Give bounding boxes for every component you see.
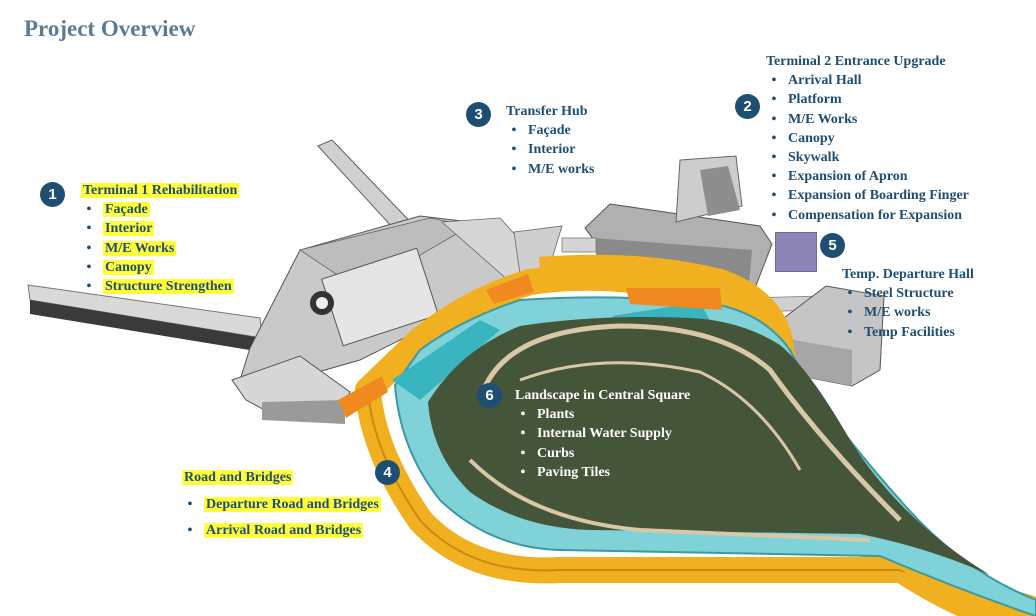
callout-5-temp-departure: Temp. Departure Hall •Steel Structure •M… — [842, 265, 974, 342]
callout-5-heading: Temp. Departure Hall — [842, 267, 974, 282]
callout-5-item: •Steel Structure — [847, 286, 954, 302]
callout-3-heading: Transfer Hub — [506, 104, 588, 119]
callout-4-item: •Arrival Road and Bridges — [187, 523, 364, 539]
callout-6-item: •Internal Water Supply — [520, 426, 672, 442]
callout-6-item: •Curbs — [520, 445, 575, 461]
callout-4-roads: Road and Bridges •Departure Road and Bri… — [182, 468, 381, 541]
callout-3-item: •Façade — [511, 123, 571, 139]
callout-1-item: •Façade — [86, 202, 150, 218]
callout-2-item: •Compensation for Expansion — [771, 207, 963, 223]
callout-1-item: •M/E Works — [86, 240, 177, 256]
callout-5-badge: 5 — [820, 233, 845, 258]
callout-2-item: •Expansion of Boarding Finger — [771, 188, 969, 204]
callout-2-item: •M/E Works — [771, 111, 858, 127]
orange-paving — [338, 274, 722, 418]
callout-1-item: •Interior — [86, 221, 155, 237]
callout-3-item: •M/E works — [511, 161, 595, 177]
callout-2-badge: 2 — [735, 94, 760, 119]
terminal-1-building — [231, 215, 563, 424]
callout-2-item: •Expansion of Apron — [771, 169, 908, 185]
callout-6-item: •Plants — [520, 407, 575, 423]
callout-4-heading: Road and Bridges — [182, 470, 294, 485]
callout-2-item: •Canopy — [771, 130, 835, 146]
callout-1-item: •Canopy — [86, 259, 154, 275]
callout-3-item: •Interior — [511, 142, 576, 158]
callout-1-item: •Structure Strengthen — [86, 279, 234, 295]
callout-5-item: •M/E works — [847, 305, 931, 321]
callout-4-badge: 4 — [375, 460, 400, 485]
callout-5-item: •Temp Facilities — [847, 324, 955, 340]
central-lawn — [428, 317, 990, 575]
callout-2-item: •Arrival Hall — [771, 73, 862, 89]
callout-6-item: •Paving Tiles — [520, 464, 611, 480]
callout-2-terminal-2: Terminal 2 Entrance Upgrade •Arrival Hal… — [766, 52, 969, 225]
callout-3-badge: 3 — [466, 102, 491, 127]
callout-6-badge: 6 — [477, 383, 502, 408]
callout-6-landscape: Landscape in Central Square •Plants •Int… — [515, 386, 690, 482]
callout-4-item: •Departure Road and Bridges — [187, 497, 381, 513]
callout-3-transfer-hub: Transfer Hub •Façade •Interior •M/E work… — [506, 102, 595, 179]
temp-hall-marker — [775, 232, 817, 272]
callout-1-terminal-1: Terminal 1 Rehabilitation •Façade •Inter… — [81, 181, 240, 296]
callout-2-heading: Terminal 2 Entrance Upgrade — [766, 54, 946, 69]
callout-2-item: •Platform — [771, 92, 842, 108]
page-title: Project Overview — [24, 16, 196, 41]
callout-6-heading: Landscape in Central Square — [515, 388, 691, 403]
callout-1-badge: 1 — [40, 182, 65, 207]
callout-1-heading: Terminal 1 Rehabilitation — [81, 183, 240, 198]
callout-2-item: •Skywalk — [771, 150, 840, 166]
